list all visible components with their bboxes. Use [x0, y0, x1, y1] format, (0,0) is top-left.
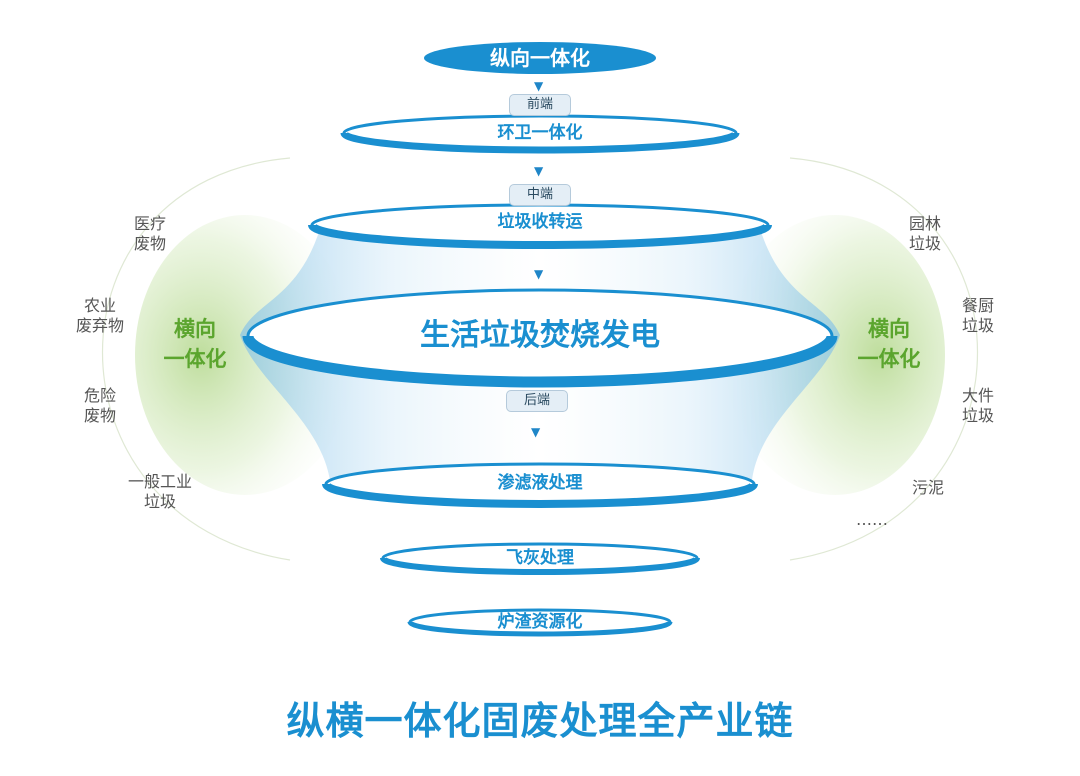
back-tag: 后端 [506, 390, 568, 412]
left-item-medical: 医疗 废物 [133, 214, 166, 253]
ring-fly-ash-label: 飞灰处理 [506, 548, 574, 568]
right-item-kitchen: 餐厨 垃圾 [961, 296, 994, 335]
ring-vertical-title [424, 42, 656, 74]
right-item-more: …… [856, 510, 888, 529]
right-item-garden: 园林 垃圾 [908, 214, 941, 253]
vertical-title: 纵向一体化 [490, 46, 590, 70]
left-item-industrial: 一般工业 垃圾 [127, 472, 192, 511]
arrow-down-icon: ▼ [534, 79, 544, 93]
ring-leachate-band [322, 482, 758, 508]
ring-collection-band [308, 223, 772, 249]
right-item-sludge: 污泥 [911, 478, 944, 497]
ring-collection-label: 垃圾收转运 [497, 212, 583, 232]
main-title: 纵横一体化固废处理全产业链 [286, 699, 794, 743]
middle-tag: 中端 [509, 184, 571, 206]
arrow-down-icon: ▼ [531, 425, 541, 439]
horizontal-title-left: 横向 一体化 [163, 317, 227, 371]
ring-incineration-label: 生活垃圾焚烧发电 [420, 318, 660, 353]
ring-slag-label: 炉渣资源化 [497, 612, 583, 632]
ring-slag-band [407, 620, 673, 637]
right-outer-arc [789, 157, 979, 561]
left-item-agricultural: 农业 废弃物 [75, 296, 124, 335]
right-item-bulky: 大件 垃圾 [961, 386, 994, 425]
left-outer-arc [101, 157, 291, 561]
horizontal-title-right: 横向 一体化 [857, 317, 921, 371]
left-item-hazardous: 危险 废物 [83, 386, 116, 425]
ring-leachate-label: 渗滤液处理 [497, 473, 583, 493]
ring-sanitation-band [340, 131, 740, 154]
front-tag: 前端 [509, 94, 571, 116]
arrow-down-icon: ▼ [534, 267, 544, 281]
ring-sanitation-label: 环卫一体化 [497, 123, 583, 143]
ring-fly-ash-band [380, 556, 700, 575]
arrow-down-icon: ▼ [534, 164, 544, 178]
ring-incineration-band [242, 335, 838, 388]
